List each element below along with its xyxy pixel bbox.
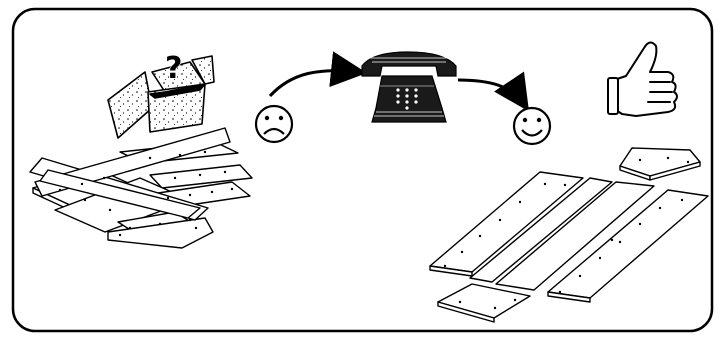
long-board <box>495 181 655 291</box>
panel-part <box>149 164 253 189</box>
open-box-icon <box>107 55 215 139</box>
organized-parts <box>429 147 709 323</box>
thumbs-up-icon <box>607 41 678 117</box>
happy-face-icon <box>512 106 552 146</box>
long-board <box>39 169 201 219</box>
long-board <box>469 177 613 283</box>
panel-part <box>107 217 214 249</box>
question-mark-icon: ? <box>165 51 182 86</box>
curved-arrow-icon <box>457 71 529 112</box>
telephone-icon <box>361 51 457 123</box>
messy-parts-pile <box>29 127 253 249</box>
curved-arrow-icon <box>268 51 367 98</box>
sad-face-icon <box>254 104 294 144</box>
